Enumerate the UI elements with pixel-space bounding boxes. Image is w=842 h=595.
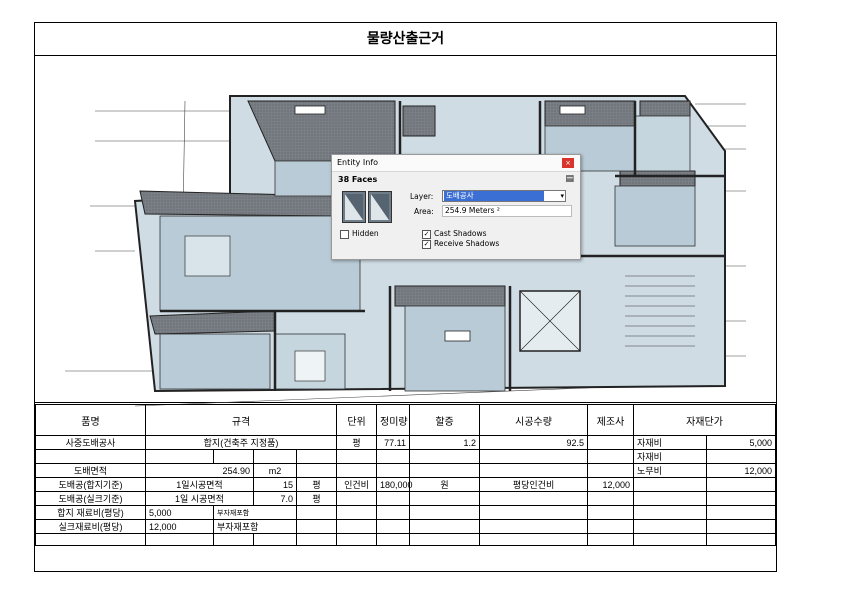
entity-info-titlebar[interactable]: Entity Info × xyxy=(332,155,580,172)
header-unit: 단위 xyxy=(336,404,378,436)
table-row: 사중도배공사 합지(건축주 지정품) 평 77.11 1.2 92.5 자재비 … xyxy=(35,435,776,450)
cell-value: 12,000 xyxy=(145,519,214,534)
quantity-sheet: 물량산출근거 xyxy=(34,22,777,572)
cell-value: 5,000 xyxy=(145,505,214,520)
cell-value: 15 xyxy=(253,477,297,492)
cell-unit: m2 xyxy=(253,463,297,478)
cell-unit: 평 xyxy=(295,477,338,492)
area-label: Area: xyxy=(414,207,434,216)
table-row: 자재비 xyxy=(35,449,776,464)
cell-desc: 1일시공면적 xyxy=(145,477,254,492)
layer-value: 도배공사 xyxy=(444,191,544,201)
area-value: 254.9 Meters ² xyxy=(442,205,572,217)
header-unit-price: 자재단가 xyxy=(633,404,776,436)
table-row: 도배면적 254.90 m2 노무비 12,000 xyxy=(35,463,776,478)
receive-shadows-checkbox[interactable]: ✓ xyxy=(422,240,431,249)
cell-unit: 평 xyxy=(295,491,338,506)
header-surcharge: 할증 xyxy=(409,404,481,436)
cast-shadows-label: Cast Shadows xyxy=(434,229,487,238)
pin-icon[interactable]: ▤ xyxy=(565,174,574,184)
cell-item: 도배공(실크기준) xyxy=(35,491,146,506)
front-material-swatch[interactable] xyxy=(342,191,366,223)
face-count-label: 38 Faces xyxy=(338,175,378,184)
cell-maker xyxy=(587,435,635,450)
cast-shadows-checkbox[interactable]: ✓ xyxy=(422,230,431,239)
hidden-checkbox[interactable] xyxy=(340,230,349,239)
cell-price: 12,000 xyxy=(706,463,776,478)
table-row xyxy=(35,533,776,546)
cell-per-pyeong-value: 12,000 xyxy=(587,477,635,492)
cell-item: 도배공(합지기준) xyxy=(35,477,146,492)
back-material-swatch[interactable] xyxy=(368,191,392,223)
table-header-row: 품명 규격 단위 정미량 할증 시공수량 제조사 자재단가 xyxy=(35,404,776,436)
cell-price-label: 자재비 xyxy=(633,435,708,450)
layer-label: Layer: xyxy=(410,192,434,201)
cell-price: 5,000 xyxy=(706,435,776,450)
cell-item: 합지 재료비(평당) xyxy=(35,505,146,520)
layer-dropdown[interactable]: 도배공사 ▾ xyxy=(442,190,566,202)
cell-qty: 92.5 xyxy=(479,435,589,450)
header-item: 품명 xyxy=(35,404,146,436)
cell-per-pyeong-label: 평당인건비 xyxy=(479,477,589,492)
cell-item: 사중도배공사 xyxy=(35,435,146,450)
table-row: 합지 재료비(평당) 5,000 부자재포함 xyxy=(35,505,776,520)
header-net-qty: 정미량 xyxy=(376,404,411,436)
cell-price-label: 노무비 xyxy=(633,463,708,478)
header-maker: 제조사 xyxy=(587,404,635,436)
entity-info-dialog: Entity Info × 38 Faces ▤ Layer: 도배공사 ▾ A… xyxy=(331,154,581,260)
hidden-label: Hidden xyxy=(352,229,379,238)
cell-item: 실크재료비(평당) xyxy=(35,519,146,534)
cell-item: 도배면적 xyxy=(35,463,146,478)
close-icon[interactable]: × xyxy=(562,158,574,168)
receive-shadows-label: Receive Shadows xyxy=(434,239,500,248)
entity-info-title: Entity Info xyxy=(337,158,379,167)
table-row: 도배공(합지기준) 1일시공면적 15 평 인건비 180,000 원 평당인건… xyxy=(35,477,776,492)
cell-value: 254.90 xyxy=(145,463,254,478)
cell-unit: 평 xyxy=(336,435,378,450)
cell-surcharge: 1.2 xyxy=(409,435,481,450)
cell-desc: 1일 시공면적 xyxy=(145,491,254,506)
header-qty: 시공수량 xyxy=(479,404,589,436)
table-row: 실크재료비(평당) 12,000 부자재포함 xyxy=(35,519,776,534)
cell-labor-unit: 원 xyxy=(409,477,481,492)
quantity-table: 품명 규격 단위 정미량 할증 시공수량 제조사 자재단가 사중도배공사 합지(… xyxy=(35,404,776,546)
floor-plan-image: Entity Info × 38 Faces ▤ Layer: 도배공사 ▾ A… xyxy=(35,56,776,407)
sheet-title: 물량산출근거 xyxy=(35,23,776,56)
cell-labor-label: 인건비 xyxy=(336,477,378,492)
header-spec: 규격 xyxy=(144,404,338,436)
chevron-down-icon[interactable]: ▾ xyxy=(560,192,564,200)
cell-note: 부자재포함 xyxy=(213,505,297,520)
cell-value: 7.0 xyxy=(253,491,297,506)
table-row: 도배공(실크기준) 1일 시공면적 7.0 평 xyxy=(35,491,776,506)
cell-spec: 합지(건축주 지정품) xyxy=(144,435,338,450)
cell-note: 부자재포함 xyxy=(213,519,297,534)
cell-labor-value: 180,000 xyxy=(376,477,413,492)
cell-net-qty: 77.11 xyxy=(376,435,411,450)
cell-price-label: 자재비 xyxy=(633,449,708,464)
